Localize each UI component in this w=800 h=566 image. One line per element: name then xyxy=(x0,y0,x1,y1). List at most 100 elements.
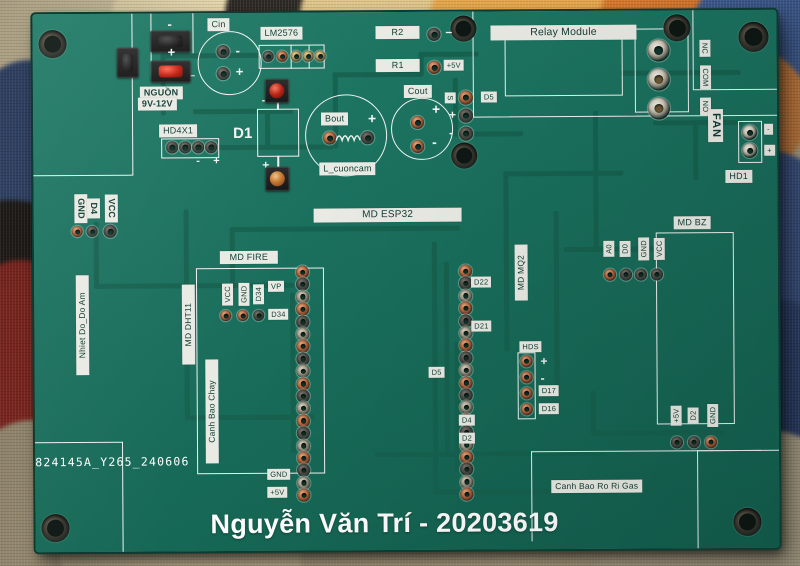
pad-esp32-left-8[interactable] xyxy=(296,352,310,366)
pad-hds-4[interactable] xyxy=(520,403,533,416)
pad-hole xyxy=(300,368,306,375)
pad-hd4x1-4[interactable] xyxy=(205,141,218,154)
power-terminal-positive[interactable] xyxy=(150,60,191,83)
hd4x1-positive-sign: + xyxy=(213,155,220,168)
pad-lm2576-3[interactable] xyxy=(290,50,302,62)
label-fire-vcc: VCC xyxy=(221,283,233,306)
label-bz-plus5v: +5V xyxy=(670,405,682,426)
mount-hole-bottomleft xyxy=(41,514,70,543)
pad-hd4x1-1[interactable] xyxy=(166,141,179,154)
pad-r1[interactable] xyxy=(427,60,441,74)
pad-esp32-left-13[interactable] xyxy=(296,414,310,428)
pad-hole xyxy=(463,404,470,411)
label-esp32-plus5v: +5V xyxy=(267,486,288,498)
pad-lm2576-5[interactable] xyxy=(314,50,326,62)
pad-mq2-vcc[interactable] xyxy=(650,268,664,281)
label-esp32-gnd: GND xyxy=(267,468,291,480)
label-esp32-vp: VP xyxy=(267,280,285,292)
label-md-fire: MD FIRE xyxy=(219,250,278,265)
pad-esp32-left-10[interactable] xyxy=(296,377,310,391)
d1-cathode-pad-block[interactable] xyxy=(264,78,289,103)
cout-positive-sign: + xyxy=(431,100,441,117)
pad-lm2576-2[interactable] xyxy=(276,50,288,62)
pad-esp32-left-18[interactable] xyxy=(297,476,311,490)
pad-hd4x1-3[interactable] xyxy=(192,141,205,154)
pad-hole xyxy=(300,480,307,486)
pad-cout-positive[interactable] xyxy=(410,115,425,129)
pad-hole xyxy=(463,466,470,473)
pad-bz-d2[interactable] xyxy=(687,436,701,449)
pad-left-vcc[interactable] xyxy=(103,224,117,238)
pad-esp32-right-8[interactable] xyxy=(459,351,473,365)
pad-esp32-left-6[interactable] xyxy=(296,327,310,341)
pad-esp32-left-11[interactable] xyxy=(296,389,310,403)
pad-bz-plus5v[interactable] xyxy=(670,436,684,449)
label-relay-nc: NC xyxy=(699,39,711,58)
pad-esp32-right-10[interactable] xyxy=(459,376,473,390)
pad-relay-com[interactable] xyxy=(647,68,670,91)
label-bout: Bout xyxy=(320,112,349,126)
pad-hd4x1-2[interactable] xyxy=(179,141,192,154)
pad-relay-signal-s[interactable] xyxy=(458,90,473,105)
pad-lm2576-4[interactable] xyxy=(302,50,314,62)
label-md-esp32: MD ESP32 xyxy=(313,207,462,223)
pad-mq2-a0[interactable] xyxy=(603,268,617,281)
pad-lm2576-1[interactable] xyxy=(262,50,274,62)
silk-gas-alarm-outline xyxy=(531,449,762,542)
hd4x1-negative-sign: - xyxy=(196,155,200,168)
pad-r2[interactable] xyxy=(427,27,441,41)
pad-relay-no[interactable] xyxy=(647,97,671,120)
pad-left-gnd[interactable] xyxy=(71,225,83,238)
label-hds-d16: D16 xyxy=(538,403,560,414)
pad-hole xyxy=(462,268,469,274)
pad-esp32-left-16[interactable] xyxy=(297,451,311,465)
pad-cout-negative[interactable] xyxy=(411,139,425,153)
pad-esp32-left-1[interactable] xyxy=(295,265,309,279)
cout-negative-sign: - xyxy=(432,133,437,150)
label-mq2-a0: A0 xyxy=(603,241,614,257)
pad-esp32-right-11[interactable] xyxy=(459,388,473,402)
pad-hole xyxy=(462,293,469,299)
pad-relay-nc[interactable] xyxy=(647,39,670,62)
pcb-board: - + NGUỒN 9V-12V Cin - + LM2576 D1 - + B… xyxy=(32,9,780,553)
pad-esp32-right-18[interactable] xyxy=(460,475,474,489)
cin-positive-sign: + xyxy=(235,63,244,80)
pad-cin-negative[interactable] xyxy=(216,45,230,59)
label-hd1: HD1 xyxy=(725,169,753,184)
pad-esp32-right-16[interactable] xyxy=(460,450,474,464)
label-left-vcc: VCC xyxy=(104,194,118,223)
pad-mq2-d0[interactable] xyxy=(619,268,633,281)
pad-left-d4[interactable] xyxy=(86,225,98,237)
pad-bz-gnd[interactable] xyxy=(704,436,718,449)
bout-positive-sign: + xyxy=(367,110,377,127)
pad-esp32-left-5[interactable] xyxy=(296,315,310,329)
pad-cin-positive[interactable] xyxy=(216,67,230,81)
label-left-d4: D4 xyxy=(86,198,101,219)
pad-hole xyxy=(299,306,306,313)
pad-esp32-right-3[interactable] xyxy=(459,289,473,303)
pad-esp32-left-3[interactable] xyxy=(296,290,310,304)
pad-fire-gnd[interactable] xyxy=(237,309,249,322)
d1-anode-pad-block[interactable] xyxy=(265,166,290,191)
label-md-mq2: MD MQ2 xyxy=(514,244,528,301)
pad-fire-d34[interactable] xyxy=(253,309,265,321)
pad-hds-2[interactable] xyxy=(520,371,533,384)
label-fire-gnd: GND xyxy=(238,282,250,306)
pad-mq2-gnd[interactable] xyxy=(634,268,648,281)
pad-hds-1[interactable] xyxy=(520,355,533,368)
pad-esp32-left-15[interactable] xyxy=(296,439,311,453)
pad-hds-3[interactable] xyxy=(520,387,533,400)
label-nhiet-do-do-am: Nhiet Do_Do Am xyxy=(75,275,89,376)
pad-fire-vcc[interactable] xyxy=(220,310,232,322)
pad-relay-signal-plus[interactable] xyxy=(458,108,474,123)
label-esp32-d22: D22 xyxy=(470,276,492,288)
label-relay-signal-s: S xyxy=(445,92,456,104)
silk-hd1-outline xyxy=(738,120,763,163)
pad-hole xyxy=(463,479,470,485)
pad-hole xyxy=(463,392,469,398)
power-terminal-side[interactable] xyxy=(116,47,139,78)
label-r2: R2 xyxy=(375,25,420,40)
label-esp32-d5: D5 xyxy=(428,366,445,378)
power-positive-sign: + xyxy=(167,44,176,60)
pad-relay-signal-minus[interactable] xyxy=(459,126,474,141)
